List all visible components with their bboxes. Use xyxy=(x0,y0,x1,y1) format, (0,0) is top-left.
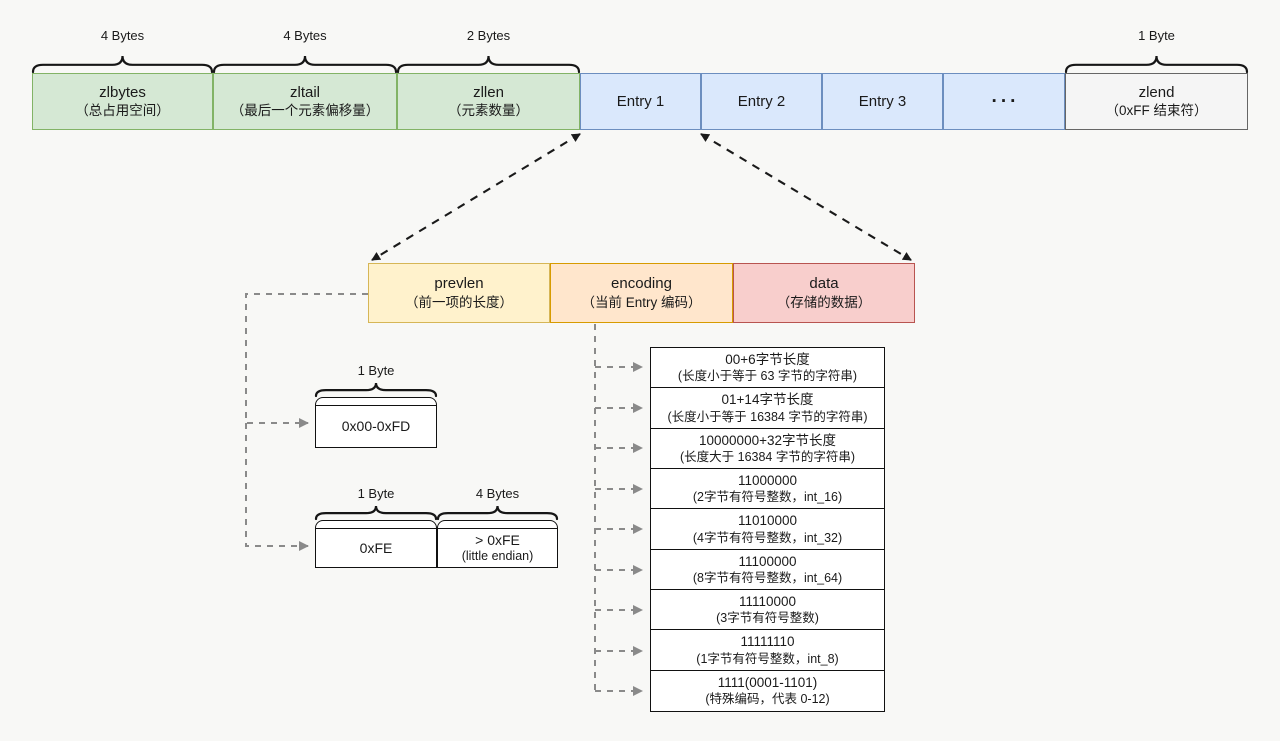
segment-name: zltail xyxy=(289,83,320,101)
size-label-zllen: 2 Bytes xyxy=(466,28,511,43)
segment-zlbytes: zlbytes （总占用空间） xyxy=(32,73,213,130)
size-label-zlbytes: 4 Bytes xyxy=(100,28,145,43)
encoding-desc: (3字节有符号整数) xyxy=(716,611,819,626)
value-text: 0x00-0xFD xyxy=(341,418,411,435)
entry-expand-connector-left xyxy=(371,133,581,261)
segment-name: zlbytes xyxy=(99,83,146,101)
prevlen-0xfe-box: 0xFE xyxy=(315,520,437,568)
field-name: data xyxy=(809,275,839,293)
segment-entry-2: Entry 2 xyxy=(701,73,822,130)
encoding-desc: (1字节有符号整数，int_8) xyxy=(696,651,839,666)
encoding-table-row: 11111110 (1字节有符号整数，int_8) xyxy=(651,630,884,671)
size-brace-zllen xyxy=(396,55,581,74)
encoding-table-row: 00+6字节长度 (长度小于等于 63 字节的字符串) xyxy=(651,348,884,389)
encoding-desc: (长度小于等于 63 字节的字符串) xyxy=(677,369,858,384)
segment-ellipsis: ··· xyxy=(943,73,1065,130)
size-label-zlend: 1 Byte xyxy=(1138,28,1175,43)
field-name: encoding xyxy=(611,275,672,293)
segment-zllen: zllen （元素数量） xyxy=(397,73,580,130)
encoding-code: 11000000 xyxy=(737,473,798,489)
prevlen-case2-connector xyxy=(245,423,309,551)
encoding-table-row: 11000000 (2字节有符号整数，int_16) xyxy=(651,469,884,510)
encoding-code: 00+6字节长度 xyxy=(725,352,810,368)
prevlen-1byte-box: 0x00-0xFD xyxy=(315,397,437,448)
encoding-code: 01+14字节长度 xyxy=(721,392,814,408)
encoding-desc: (2字节有符号整数，int_16) xyxy=(692,490,843,505)
value-note: (little endian) xyxy=(461,549,534,564)
segment-name: Entry 1 xyxy=(616,92,665,110)
encoding-code: 11110000 xyxy=(738,594,797,610)
segment-subtitle: （0xFF 结束符） xyxy=(1105,103,1208,119)
size-brace-prevlen-1byte xyxy=(314,382,438,398)
segment-subtitle: （最后一个元素偏移量） xyxy=(230,103,380,119)
encoding-code: 1111(0001-1101) xyxy=(717,675,818,691)
encoding-table-row: 11010000 (4字节有符号整数，int_32) xyxy=(651,509,884,550)
prevlen-case1-connector xyxy=(245,293,368,428)
entry-field-prevlen: prevlen （前一项的长度） xyxy=(368,263,550,323)
encoding-table-row: 01+14字节长度 (长度小于等于 16384 字节的字符串) xyxy=(651,388,884,429)
encoding-code: 11100000 xyxy=(738,553,797,569)
size-brace-zlend xyxy=(1064,55,1249,74)
entry-field-encoding: encoding （当前 Entry 编码） xyxy=(550,263,733,323)
segment-name: Entry 2 xyxy=(737,92,786,110)
prevlen-gt0xfe-box: > 0xFE (little endian) xyxy=(437,520,558,568)
encoding-desc: (8字节有符号整数，int_64) xyxy=(692,570,843,585)
field-name: prevlen xyxy=(434,275,484,293)
encoding-code: 11111110 xyxy=(740,634,795,650)
segment-zltail: zltail （最后一个元素偏移量） xyxy=(213,73,397,130)
encoding-table: 00+6字节长度 (长度小于等于 63 字节的字符串) 01+14字节长度 (长… xyxy=(650,347,885,712)
encoding-table-row: 1111(0001-1101) (特殊编码，代表 0-12) xyxy=(651,671,884,711)
lid-line xyxy=(316,528,436,529)
entry-field-data: data （存储的数据） xyxy=(733,263,915,323)
value-text: > 0xFE xyxy=(475,531,520,548)
encoding-table-row: 11100000 (8字节有符号整数，int_64) xyxy=(651,550,884,590)
prevlen-0xfe-value: 0xFE xyxy=(316,530,436,567)
prevlen-1byte-value: 0x00-0xFD xyxy=(316,407,436,447)
field-subtitle: （前一项的长度） xyxy=(405,294,513,310)
size-brace-gt0xfe xyxy=(436,505,559,521)
size-label-0xfe: 1 Byte xyxy=(357,486,395,501)
size-brace-zlbytes xyxy=(31,55,214,74)
value-text: 0xFE xyxy=(359,539,393,556)
size-brace-0xfe xyxy=(314,505,438,521)
field-subtitle: （存储的数据） xyxy=(776,294,872,310)
segment-subtitle: （元素数量） xyxy=(448,103,529,119)
size-brace-zltail xyxy=(212,55,398,74)
encoding-desc: (长度大于 16384 字节的字符串) xyxy=(679,449,856,464)
segment-name: zllen xyxy=(473,83,504,101)
segment-entry-1: Entry 1 xyxy=(580,73,701,130)
lid-line xyxy=(316,405,436,406)
segment-zlend: zlend （0xFF 结束符） xyxy=(1065,73,1248,130)
encoding-code: 11010000 xyxy=(737,513,798,529)
encoding-desc: (特殊编码，代表 0-12) xyxy=(705,692,830,707)
entry-expand-connector-right xyxy=(700,133,912,261)
size-label-prevlen-1byte: 1 Byte xyxy=(357,363,395,378)
size-label-zltail: 4 Bytes xyxy=(283,28,327,43)
encoding-table-row: 11110000 (3字节有符号整数) xyxy=(651,590,884,631)
segment-entry-3: Entry 3 xyxy=(822,73,943,130)
encoding-desc: (4字节有符号整数，int_32) xyxy=(692,530,843,545)
field-subtitle: （当前 Entry 编码） xyxy=(581,294,702,310)
prevlen-gt0xfe-value: > 0xFE (little endian) xyxy=(438,530,557,567)
encoding-desc: (长度小于等于 16384 字节的字符串) xyxy=(667,409,868,424)
size-label-gt0xfe: 4 Bytes xyxy=(475,486,520,501)
encoding-code: 10000000+32字节长度 xyxy=(699,432,836,448)
segment-subtitle: （总占用空间） xyxy=(75,103,170,119)
lid-line xyxy=(438,528,557,529)
encoding-table-row: 10000000+32字节长度 (长度大于 16384 字节的字符串) xyxy=(651,429,884,469)
segment-name: zlend xyxy=(1138,83,1175,101)
ellipsis-icon: ··· xyxy=(991,90,1020,112)
segment-name: Entry 3 xyxy=(858,92,907,110)
